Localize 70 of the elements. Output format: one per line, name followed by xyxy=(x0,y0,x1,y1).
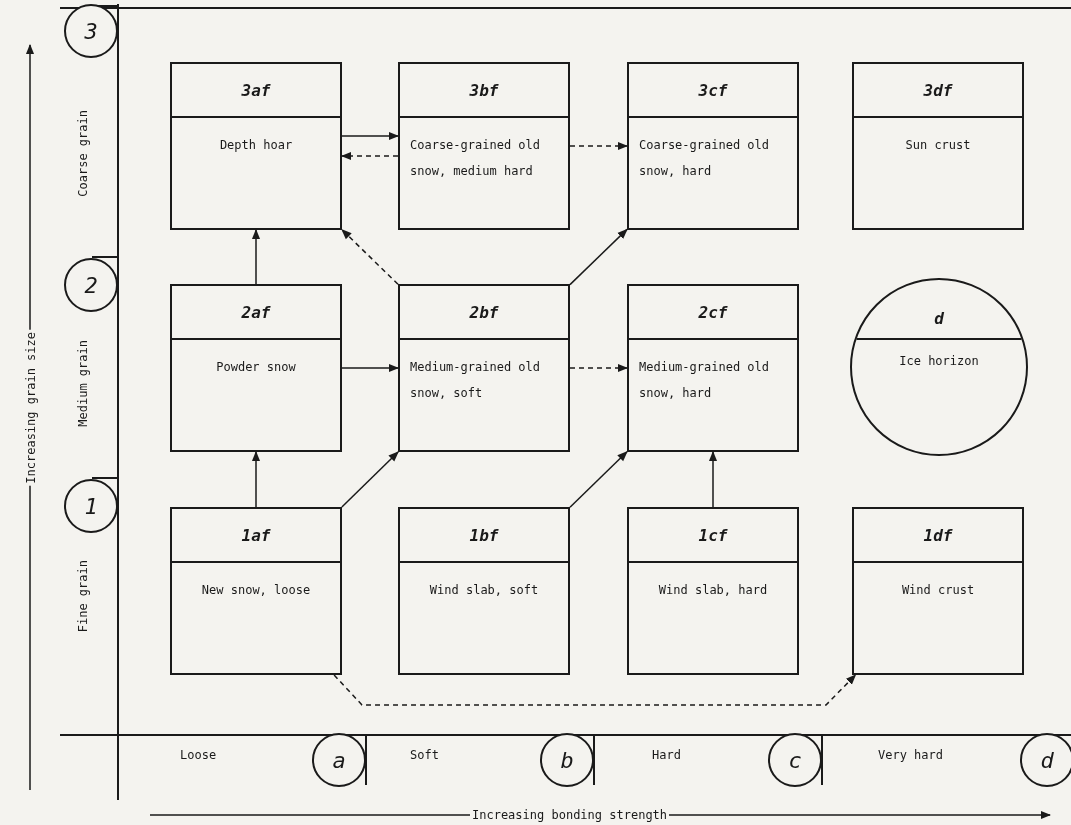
type-name: Ice horizon xyxy=(899,353,979,370)
snow-type-box xyxy=(627,284,799,452)
type-code: 1cf xyxy=(698,525,728,545)
scale-letter: c xyxy=(788,747,802,773)
scale-circle xyxy=(312,733,366,787)
type-code: 3af xyxy=(241,80,271,100)
axis-category: Soft xyxy=(410,748,439,762)
scale-circle xyxy=(540,733,594,787)
snow-type-box xyxy=(398,62,570,230)
type-code: 1af xyxy=(241,525,271,545)
axis-category: Coarse grain xyxy=(76,110,90,197)
arrow xyxy=(251,450,261,508)
arrow xyxy=(341,229,399,285)
type-code: 3cf xyxy=(698,80,728,100)
scale-circle xyxy=(768,733,822,787)
type-code: 2af xyxy=(241,302,271,322)
type-code: 2cf xyxy=(698,302,728,322)
type-name: Medium-grained old snow, soft xyxy=(410,359,542,402)
snow-type-box xyxy=(627,62,799,230)
axis-category: Fine grain xyxy=(76,560,90,633)
arrow xyxy=(341,363,400,373)
type-name: Wind crust xyxy=(901,582,975,599)
scale-letter: d xyxy=(1040,747,1054,773)
arrow xyxy=(708,450,718,508)
arrow xyxy=(341,451,399,508)
type-code: 2bf xyxy=(469,302,499,322)
type-name: New snow, loose xyxy=(201,582,311,599)
scale-letter: b xyxy=(560,747,574,773)
scale-letter: 2 xyxy=(84,272,98,298)
snow-type-box xyxy=(170,507,342,675)
scale-circle xyxy=(1020,733,1071,787)
snow-type-box xyxy=(170,284,342,452)
type-name: Sun crust xyxy=(905,137,971,154)
axis-category: Hard xyxy=(652,748,681,762)
type-name: Depth hoar xyxy=(219,137,293,154)
arrow xyxy=(569,363,629,373)
arrow xyxy=(341,131,400,141)
arrow xyxy=(569,228,628,286)
snow-type-box xyxy=(852,62,1024,230)
axis-category: Medium grain xyxy=(76,340,90,427)
type-code: 3bf xyxy=(469,80,499,100)
arrow xyxy=(333,674,857,706)
scale-letter: a xyxy=(332,747,346,773)
scale-letter: 3 xyxy=(84,18,98,44)
snow-type-box xyxy=(627,507,799,675)
type-name: Coarse-grained old snow, hard xyxy=(639,137,771,180)
axis-category: Loose xyxy=(180,748,217,762)
snow-type-box xyxy=(398,507,570,675)
type-code: 1bf xyxy=(469,525,499,545)
type-name: Powder snow xyxy=(216,359,296,376)
axis-category: Very hard xyxy=(878,748,944,762)
arrow xyxy=(569,141,629,151)
type-code: d xyxy=(934,309,944,328)
type-name: Coarse-grained old snow, medium hard xyxy=(410,137,542,180)
snow-type-box xyxy=(170,62,342,230)
axis-title: Increasing bonding strength xyxy=(470,806,670,824)
snow-type-box xyxy=(852,507,1024,675)
arrow xyxy=(251,228,261,285)
scale-circle xyxy=(64,479,118,533)
snow-type-box xyxy=(398,284,570,452)
type-name: Wind slab, soft xyxy=(429,582,539,599)
scale-circle xyxy=(64,258,118,312)
type-code: 1df xyxy=(923,525,953,545)
scale-circle xyxy=(64,4,118,58)
type-name: Wind slab, hard xyxy=(658,582,768,599)
scale-letter: 1 xyxy=(84,493,98,519)
type-code: 3df xyxy=(923,80,953,100)
type-name: Medium-grained old snow, hard xyxy=(639,359,771,402)
arrow xyxy=(569,451,628,508)
axis-title: Increasing grain size xyxy=(22,330,40,486)
